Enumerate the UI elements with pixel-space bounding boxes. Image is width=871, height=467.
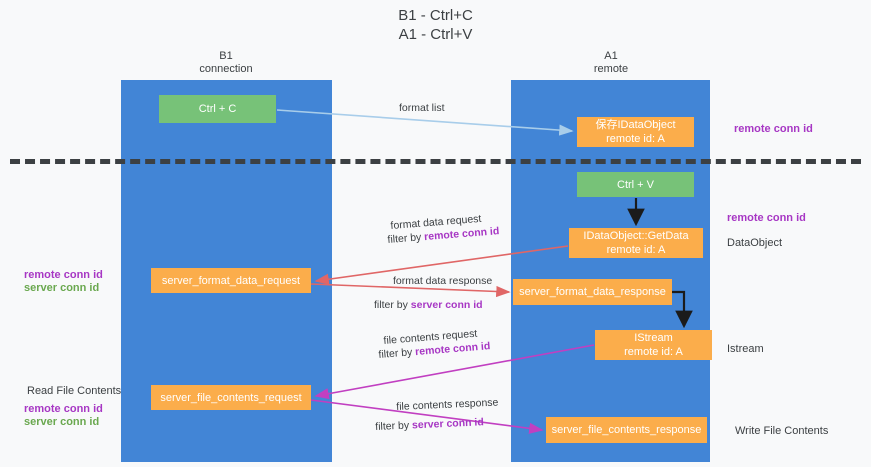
box-getdata-line1: IDataObject::GetData (583, 230, 689, 242)
box-istream-line1: IStream (634, 332, 673, 344)
box-istream-line2: remote id: A (624, 346, 683, 358)
box-server-file-contents-response[interactable]: server_file_contents_response (546, 417, 707, 443)
phase-divider (10, 159, 861, 164)
column-header-a1-name: A1 (604, 50, 618, 62)
box-server-format-data-request[interactable]: server_format_data_request (151, 268, 311, 293)
page-title: B1 - Ctrl+C A1 - Ctrl+V (0, 6, 871, 44)
annotation-write-file-contents: Write File Contents (735, 425, 829, 437)
box-server-file-contents-request[interactable]: server_file_contents_request (151, 385, 311, 410)
box-getdata-text: IDataObject::GetData remote id: A (583, 229, 688, 257)
annotation-read-file-contents: Read File Contents (27, 385, 122, 397)
filter-prefix: filter by (387, 231, 425, 246)
box-idataobject-line2: remote id: A (606, 133, 665, 145)
annotation-left-server-conn-id-1: server conn id (24, 282, 100, 294)
label-format-data-response-filter: filter by server conn id (374, 298, 483, 312)
box-ctrl-c-label: Ctrl + C (198, 103, 237, 115)
box-server-format-data-response[interactable]: server_format_data_response (513, 279, 672, 305)
annotation-dataobject: DataObject (727, 237, 783, 249)
filter-prefix: filter by (375, 419, 413, 433)
box-idataobject-line1: 保存IDataObject (595, 119, 676, 131)
box-istream[interactable]: IStream remote id: A (595, 330, 712, 360)
annotation-remote-conn-id-1: remote conn id (734, 123, 813, 135)
annotation-left-remote-conn-id-1: remote conn id (24, 269, 103, 281)
box-server-format-data-request-label: server_format_data_request (161, 274, 301, 287)
box-idataobject-getdata[interactable]: IDataObject::GetData remote id: A (569, 228, 703, 258)
box-istream-text: IStream remote id: A (624, 331, 683, 359)
label-format-list: format list (399, 102, 445, 114)
label-format-data-response: format data response (393, 275, 493, 287)
filter-key-server-conn-id: server conn id (411, 416, 485, 432)
box-ctrl-v-label: Ctrl + V (617, 178, 654, 191)
box-idataobject-text: 保存IDataObject remote id: A (595, 118, 675, 146)
box-ctrl-v[interactable]: Ctrl + V (577, 172, 694, 197)
column-header-b1: B1 connection (126, 50, 326, 76)
box-ctrl-c[interactable]: Ctrl + C (159, 95, 276, 123)
box-getdata-line2: remote id: A (606, 244, 666, 256)
box-server-file-contents-response-label: server_file_contents_response (551, 424, 702, 436)
label-file-contents-response-filter: filter by server conn id (375, 415, 484, 434)
title-line-2: A1 - Ctrl+V (398, 26, 473, 43)
box-server-file-contents-request-label: server_file_contents_request (160, 391, 302, 404)
annotation-istream: Istream (727, 343, 764, 355)
box-idataobject[interactable]: 保存IDataObject remote id: A (577, 117, 694, 147)
filter-prefix: filter by (374, 299, 411, 311)
label-file-contents-response: file contents response (396, 396, 499, 413)
column-header-a1-role: remote (593, 63, 629, 75)
annotation-left-remote-conn-id-2: remote conn id (24, 403, 103, 415)
annotation-left-server-conn-id-2: server conn id (24, 416, 100, 428)
title-line-1: B1 - Ctrl+C (398, 7, 473, 24)
filter-key-server-conn-id: server conn id (410, 299, 483, 311)
column-header-b1-name: B1 (219, 50, 233, 62)
annotation-remote-conn-id-2: remote conn id (727, 212, 806, 224)
column-header-a1: A1 remote (511, 50, 711, 76)
filter-prefix: filter by (378, 346, 416, 361)
column-header-b1-role: connection (199, 63, 253, 75)
box-server-format-data-response-label: server_format_data_response (519, 286, 666, 298)
